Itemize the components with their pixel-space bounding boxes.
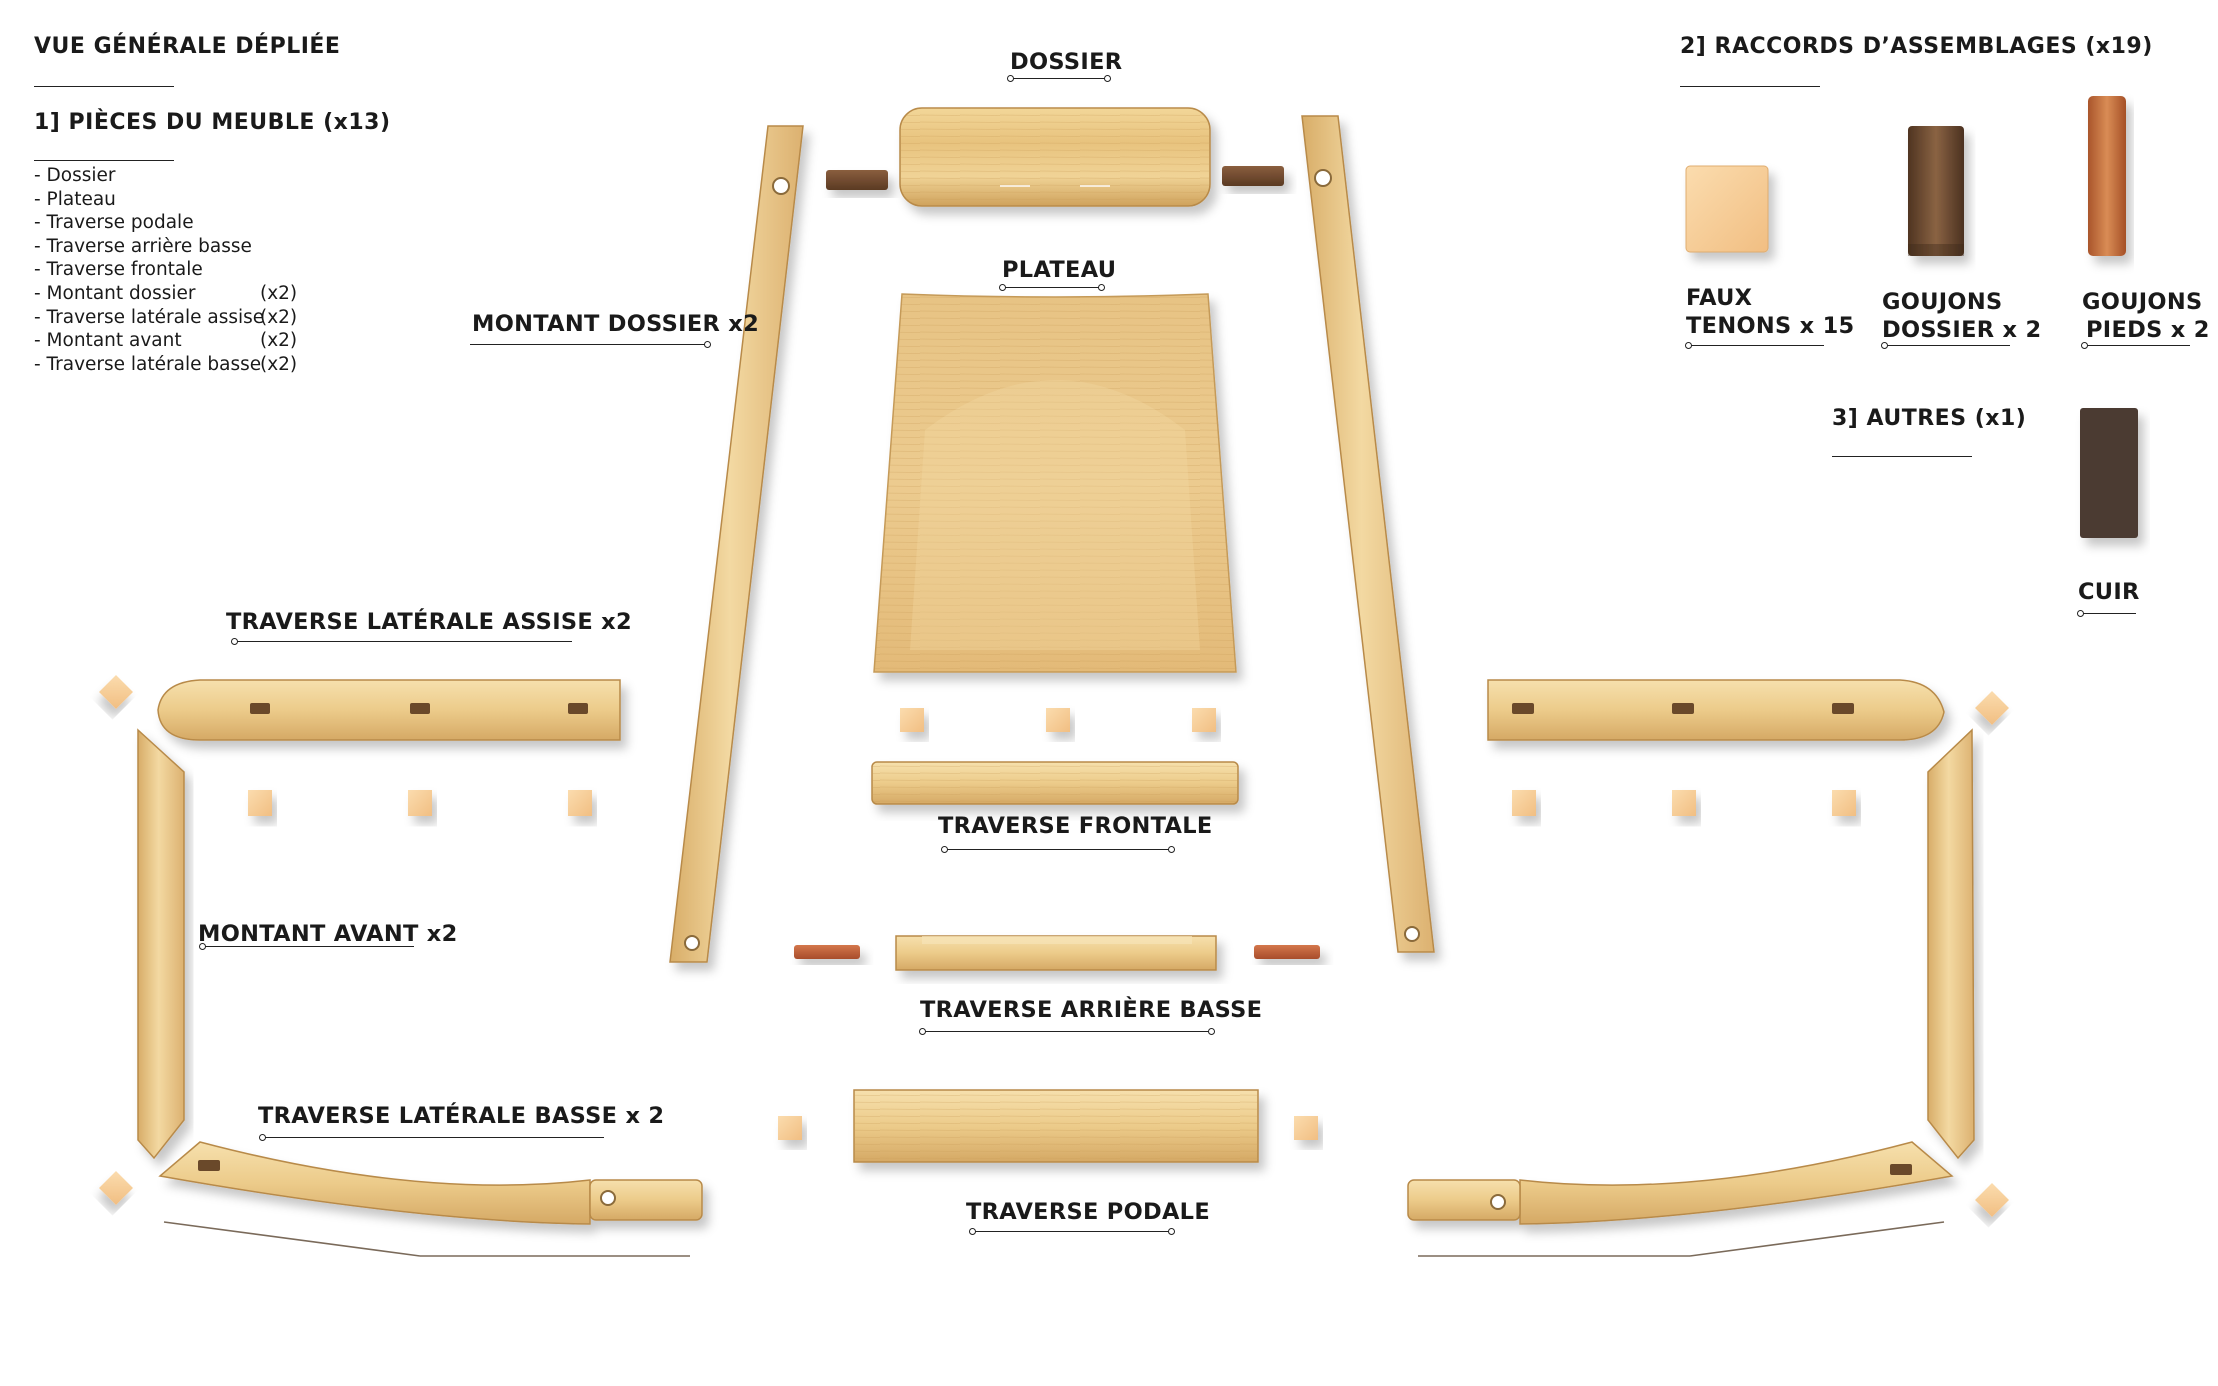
rule-traverse-laterale-assise <box>231 637 572 645</box>
list-item: - Plateau <box>34 188 116 210</box>
rule-traverse-arriere-basse <box>919 1027 1215 1035</box>
traverse-laterale-assise-left <box>157 679 621 741</box>
list-item: - Traverse latérale basse(x2) <box>34 353 298 375</box>
rule-traverse-podale <box>969 1227 1175 1235</box>
label-traverse-laterale-basse: TRAVERSE LATÉRALE BASSE x 2 <box>258 1103 665 1129</box>
plateau-piece <box>873 293 1237 673</box>
dossier-piece <box>899 107 1211 207</box>
tenons-plateau <box>900 708 1216 732</box>
montant-dossier-right <box>1301 115 1435 953</box>
parts-list: - Dossier - Plateau - Traverse podale - … <box>34 164 304 376</box>
section1-title: 1] PIÈCES DU MEUBLE (x13) <box>34 110 391 135</box>
traverse-arriere-basse-piece <box>895 935 1217 971</box>
pin-arriere-left <box>794 945 860 959</box>
list-item: - Traverse podale <box>34 212 194 234</box>
rule-goujons-pieds <box>2081 341 2190 349</box>
label-goujons-dossier-2: DOSSIER x 2 <box>1882 317 2042 343</box>
traverse-laterale-basse-left <box>158 1141 703 1225</box>
tenons-right <box>1512 691 2009 1217</box>
label-traverse-laterale-assise: TRAVERSE LATÉRALE ASSISE x2 <box>226 609 632 635</box>
montant-dossier-left <box>669 125 804 963</box>
traverse-frontale-piece <box>871 761 1239 805</box>
label-dossier: DOSSIER <box>1010 49 1123 75</box>
floor-line-left <box>163 1221 421 1257</box>
rule-dossier <box>1007 74 1111 82</box>
rule-cuir <box>2077 609 2136 617</box>
section2-rule <box>1680 86 1820 87</box>
label-montant-avant: MONTANT AVANT x2 <box>198 921 458 947</box>
floor-line-right-2 <box>1689 1221 1945 1257</box>
tenon-podale-right <box>1294 1116 1318 1140</box>
montant-avant-left <box>137 728 185 1160</box>
label-traverse-frontale: TRAVERSE FRONTALE <box>938 813 1213 839</box>
label-goujons-pieds-2: PIEDS x 2 <box>2086 317 2210 343</box>
list-item: - Dossier <box>34 165 116 186</box>
rule-montant-dossier <box>470 340 711 348</box>
label-goujons-dossier-1: GOUJONS <box>1882 289 2003 315</box>
list-item: - Montant avant(x2) <box>34 330 298 352</box>
section1-rule <box>34 160 174 161</box>
label-traverse-podale: TRAVERSE PODALE <box>966 1199 1210 1225</box>
title-rule <box>34 86 174 87</box>
tenon-podale-left <box>778 1116 802 1140</box>
label-faux-tenons-2: TENONS x 15 <box>1686 313 1855 339</box>
rule-traverse-laterale-basse <box>259 1133 604 1141</box>
goujon-pieds-sample <box>2088 96 2126 256</box>
tenon <box>1046 708 1070 732</box>
traverse-laterale-basse-right <box>1407 1141 1954 1225</box>
traverse-laterale-assise-right <box>1487 679 1945 741</box>
label-cuir: CUIR <box>2078 579 2140 605</box>
list-item: - Traverse latérale assise(x2) <box>34 306 298 328</box>
section3-rule <box>1832 456 1972 457</box>
list-item: - Traverse frontale <box>34 259 203 281</box>
rule-montant-avant <box>199 942 414 950</box>
label-traverse-arriere-basse: TRAVERSE ARRIÈRE BASSE <box>920 997 1263 1023</box>
tenons-left <box>99 675 592 1205</box>
label-goujons-pieds-1: GOUJONS <box>2082 289 2203 315</box>
traverse-podale-piece <box>853 1089 1259 1163</box>
faux-tenon-sample <box>1685 165 1769 253</box>
list-item: - Traverse arrière basse <box>34 235 252 257</box>
label-faux-tenons-1: FAUX <box>1686 285 1753 311</box>
rule-plateau <box>999 283 1105 291</box>
section2-title: 2] RACCORDS D’ASSEMBLAGES (x19) <box>1680 34 2153 59</box>
pin-arriere-right <box>1254 945 1320 959</box>
label-plateau: PLATEAU <box>1002 257 1117 283</box>
page-title: VUE GÉNÉRALE DÉPLIÉE <box>34 34 341 59</box>
rule-faux-tenons <box>1685 341 1824 349</box>
rule-goujons-dossier <box>1881 341 2010 349</box>
rule-traverse-frontale <box>941 845 1175 853</box>
label-montant-dossier: MONTANT DOSSIER x2 <box>472 311 760 337</box>
tenon <box>900 708 924 732</box>
montant-avant-right <box>1927 728 1975 1160</box>
goujon-dossier-sample <box>1908 126 1964 256</box>
dossier-dowel-left <box>826 170 888 190</box>
cuir-sample <box>2080 408 2138 538</box>
tenon <box>1192 708 1216 732</box>
list-item: - Montant dossier(x2) <box>34 282 298 304</box>
section3-title: 3] AUTRES (x1) <box>1832 406 2027 431</box>
dossier-dowel-right <box>1222 166 1284 186</box>
